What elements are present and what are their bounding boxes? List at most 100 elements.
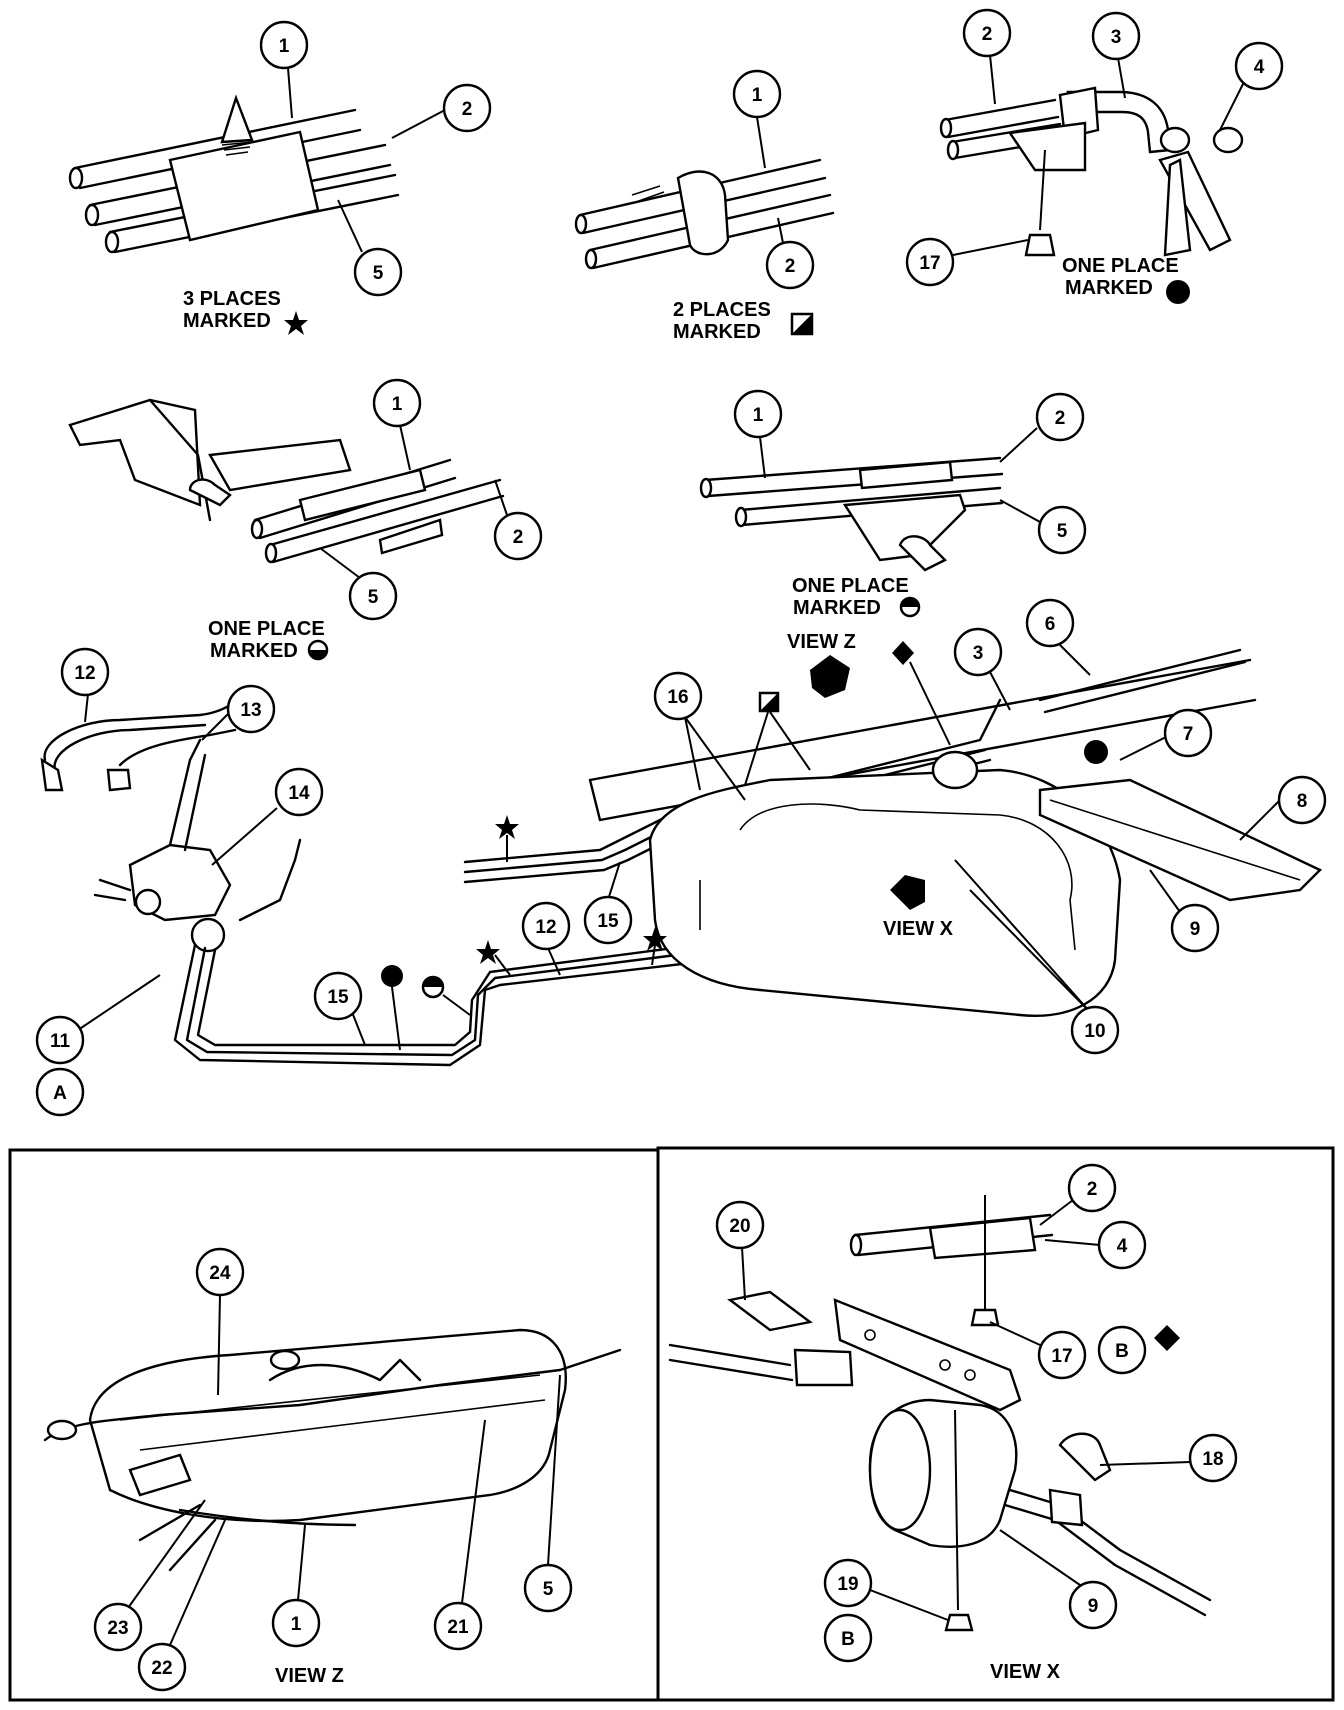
svg-text:12: 12 — [74, 663, 95, 684]
callout-B1: B — [1097, 1325, 1147, 1375]
filter-bracket — [833, 1298, 1022, 1412]
svg-text:11: 11 — [50, 1031, 71, 1052]
svg-text:12: 12 — [535, 917, 556, 938]
callout-6: 6 — [1025, 598, 1091, 676]
caption-view-z-main: VIEW Z — [787, 631, 856, 653]
main-fuel-line-assembly — [40, 641, 1323, 1067]
callout-2e: 2 — [999, 392, 1085, 463]
half-circle-symbol-icon — [307, 639, 329, 661]
callout-18: 18 — [1099, 1433, 1238, 1483]
svg-text:3: 3 — [1111, 27, 1122, 48]
callout-2-label: 2 — [462, 99, 473, 120]
caption-marked: MARKED — [183, 310, 271, 332]
callout-9b: 9 — [999, 1529, 1118, 1630]
callout-1d: 1 — [733, 389, 783, 479]
hose-left — [1163, 158, 1192, 257]
callout-2f: 2 — [1039, 1163, 1117, 1226]
svg-text:10: 10 — [1084, 1021, 1105, 1042]
fuel-filter — [931, 750, 979, 790]
svg-text:1: 1 — [753, 405, 764, 426]
callout-19: 19 — [823, 1558, 949, 1621]
callout-7: 7 — [1119, 708, 1213, 761]
svg-text:13: 13 — [240, 700, 261, 721]
svg-text:1: 1 — [291, 1614, 302, 1635]
svg-text:1: 1 — [752, 85, 763, 106]
diamond-symbol-icon — [1154, 1325, 1180, 1351]
view-x-frame — [656, 1146, 1335, 1702]
callout-8: 8 — [1239, 775, 1327, 841]
callout-16: 16 — [653, 671, 746, 801]
svg-text:22: 22 — [151, 1658, 172, 1679]
fuel-filter-view-z — [128, 1453, 192, 1497]
caption-view-x: VIEW X — [990, 1661, 1061, 1683]
heat-shield — [1038, 778, 1323, 902]
hairpin-clip — [1058, 1432, 1112, 1482]
svg-text:4: 4 — [1117, 1236, 1128, 1257]
svg-text:21: 21 — [447, 1617, 469, 1638]
caption-one-place-3: ONE PLACE — [792, 575, 909, 597]
callout-15a: 15 — [313, 971, 366, 1046]
view-z-detail — [43, 1328, 622, 1572]
svg-text:9: 9 — [1088, 1596, 1099, 1617]
callout-11: 11 — [35, 974, 161, 1065]
half-square-symbol-icon — [790, 312, 814, 336]
svg-text:4: 4 — [1254, 57, 1265, 78]
callout-2c: 2 — [962, 8, 1012, 105]
diamond-marker-icon — [892, 641, 914, 665]
view-z-arrow-icon — [810, 655, 850, 698]
svg-text:2: 2 — [1055, 408, 1066, 429]
svg-text:2: 2 — [982, 24, 993, 45]
callout-2a: 2 — [391, 83, 492, 139]
view-x-arrow-icon — [890, 875, 925, 910]
svg-text:B: B — [841, 1629, 855, 1650]
svg-text:15: 15 — [327, 987, 349, 1008]
svg-text:1: 1 — [392, 394, 403, 415]
callout-5c: 5 — [999, 499, 1087, 555]
bolt-head — [1024, 233, 1056, 257]
view-x-detail — [668, 1195, 1212, 1632]
svg-text:18: 18 — [1202, 1449, 1223, 1470]
svg-text:24: 24 — [209, 1263, 231, 1284]
svg-text:20: 20 — [729, 1216, 750, 1237]
caption-one-place-1: ONE PLACE — [1062, 255, 1179, 277]
caption-view-z: VIEW Z — [275, 1665, 344, 1687]
callout-1a: 1 — [259, 20, 309, 119]
detail-bracket-half-circle — [68, 398, 505, 564]
svg-text:19: 19 — [837, 1574, 858, 1595]
svg-text:B: B — [1115, 1341, 1129, 1362]
callout-10: 10 — [954, 859, 1120, 1055]
caption-two-places: 2 PLACES — [673, 299, 771, 321]
callout-5-label: 5 — [373, 263, 384, 284]
detail-clip-star — [68, 94, 400, 254]
caption-marked-2: MARKED — [673, 321, 761, 343]
callout-22: 22 — [137, 1519, 226, 1692]
half-square-marker-icon — [758, 691, 780, 713]
callout-4a: 4 — [1219, 41, 1284, 131]
detail-bracket-filled-circle — [939, 86, 1244, 257]
caption-one-place-2: ONE PLACE — [208, 618, 325, 640]
callout-17b: 17 — [989, 1321, 1087, 1380]
callout-5d: 5 — [523, 1374, 573, 1613]
callout-2d: 2 — [493, 479, 543, 561]
callout-15b: 15 — [583, 861, 633, 945]
callout-4b: 4 — [1044, 1220, 1147, 1270]
half-circle-on-line-icon — [421, 975, 445, 999]
caption-marked-4: MARKED — [210, 640, 298, 662]
svg-text:A: A — [53, 1083, 67, 1104]
svg-text:5: 5 — [368, 587, 379, 608]
detail-clip-half-square — [574, 158, 835, 270]
svg-text:8: 8 — [1297, 791, 1308, 812]
push-pin — [220, 94, 254, 144]
svg-text:5: 5 — [1057, 521, 1068, 542]
svg-text:2: 2 — [513, 527, 524, 548]
callout-5b: 5 — [319, 547, 398, 621]
svg-text:23: 23 — [107, 1618, 128, 1639]
callout-A: A — [35, 1067, 85, 1117]
callout-9a: 9 — [1149, 869, 1220, 953]
callout-B2: B — [823, 1613, 873, 1663]
svg-text:6: 6 — [1045, 614, 1056, 635]
svg-text:14: 14 — [288, 783, 310, 804]
svg-text:16: 16 — [667, 687, 688, 708]
caption-marked-5: MARKED — [793, 597, 881, 619]
svg-text:3: 3 — [973, 643, 984, 664]
